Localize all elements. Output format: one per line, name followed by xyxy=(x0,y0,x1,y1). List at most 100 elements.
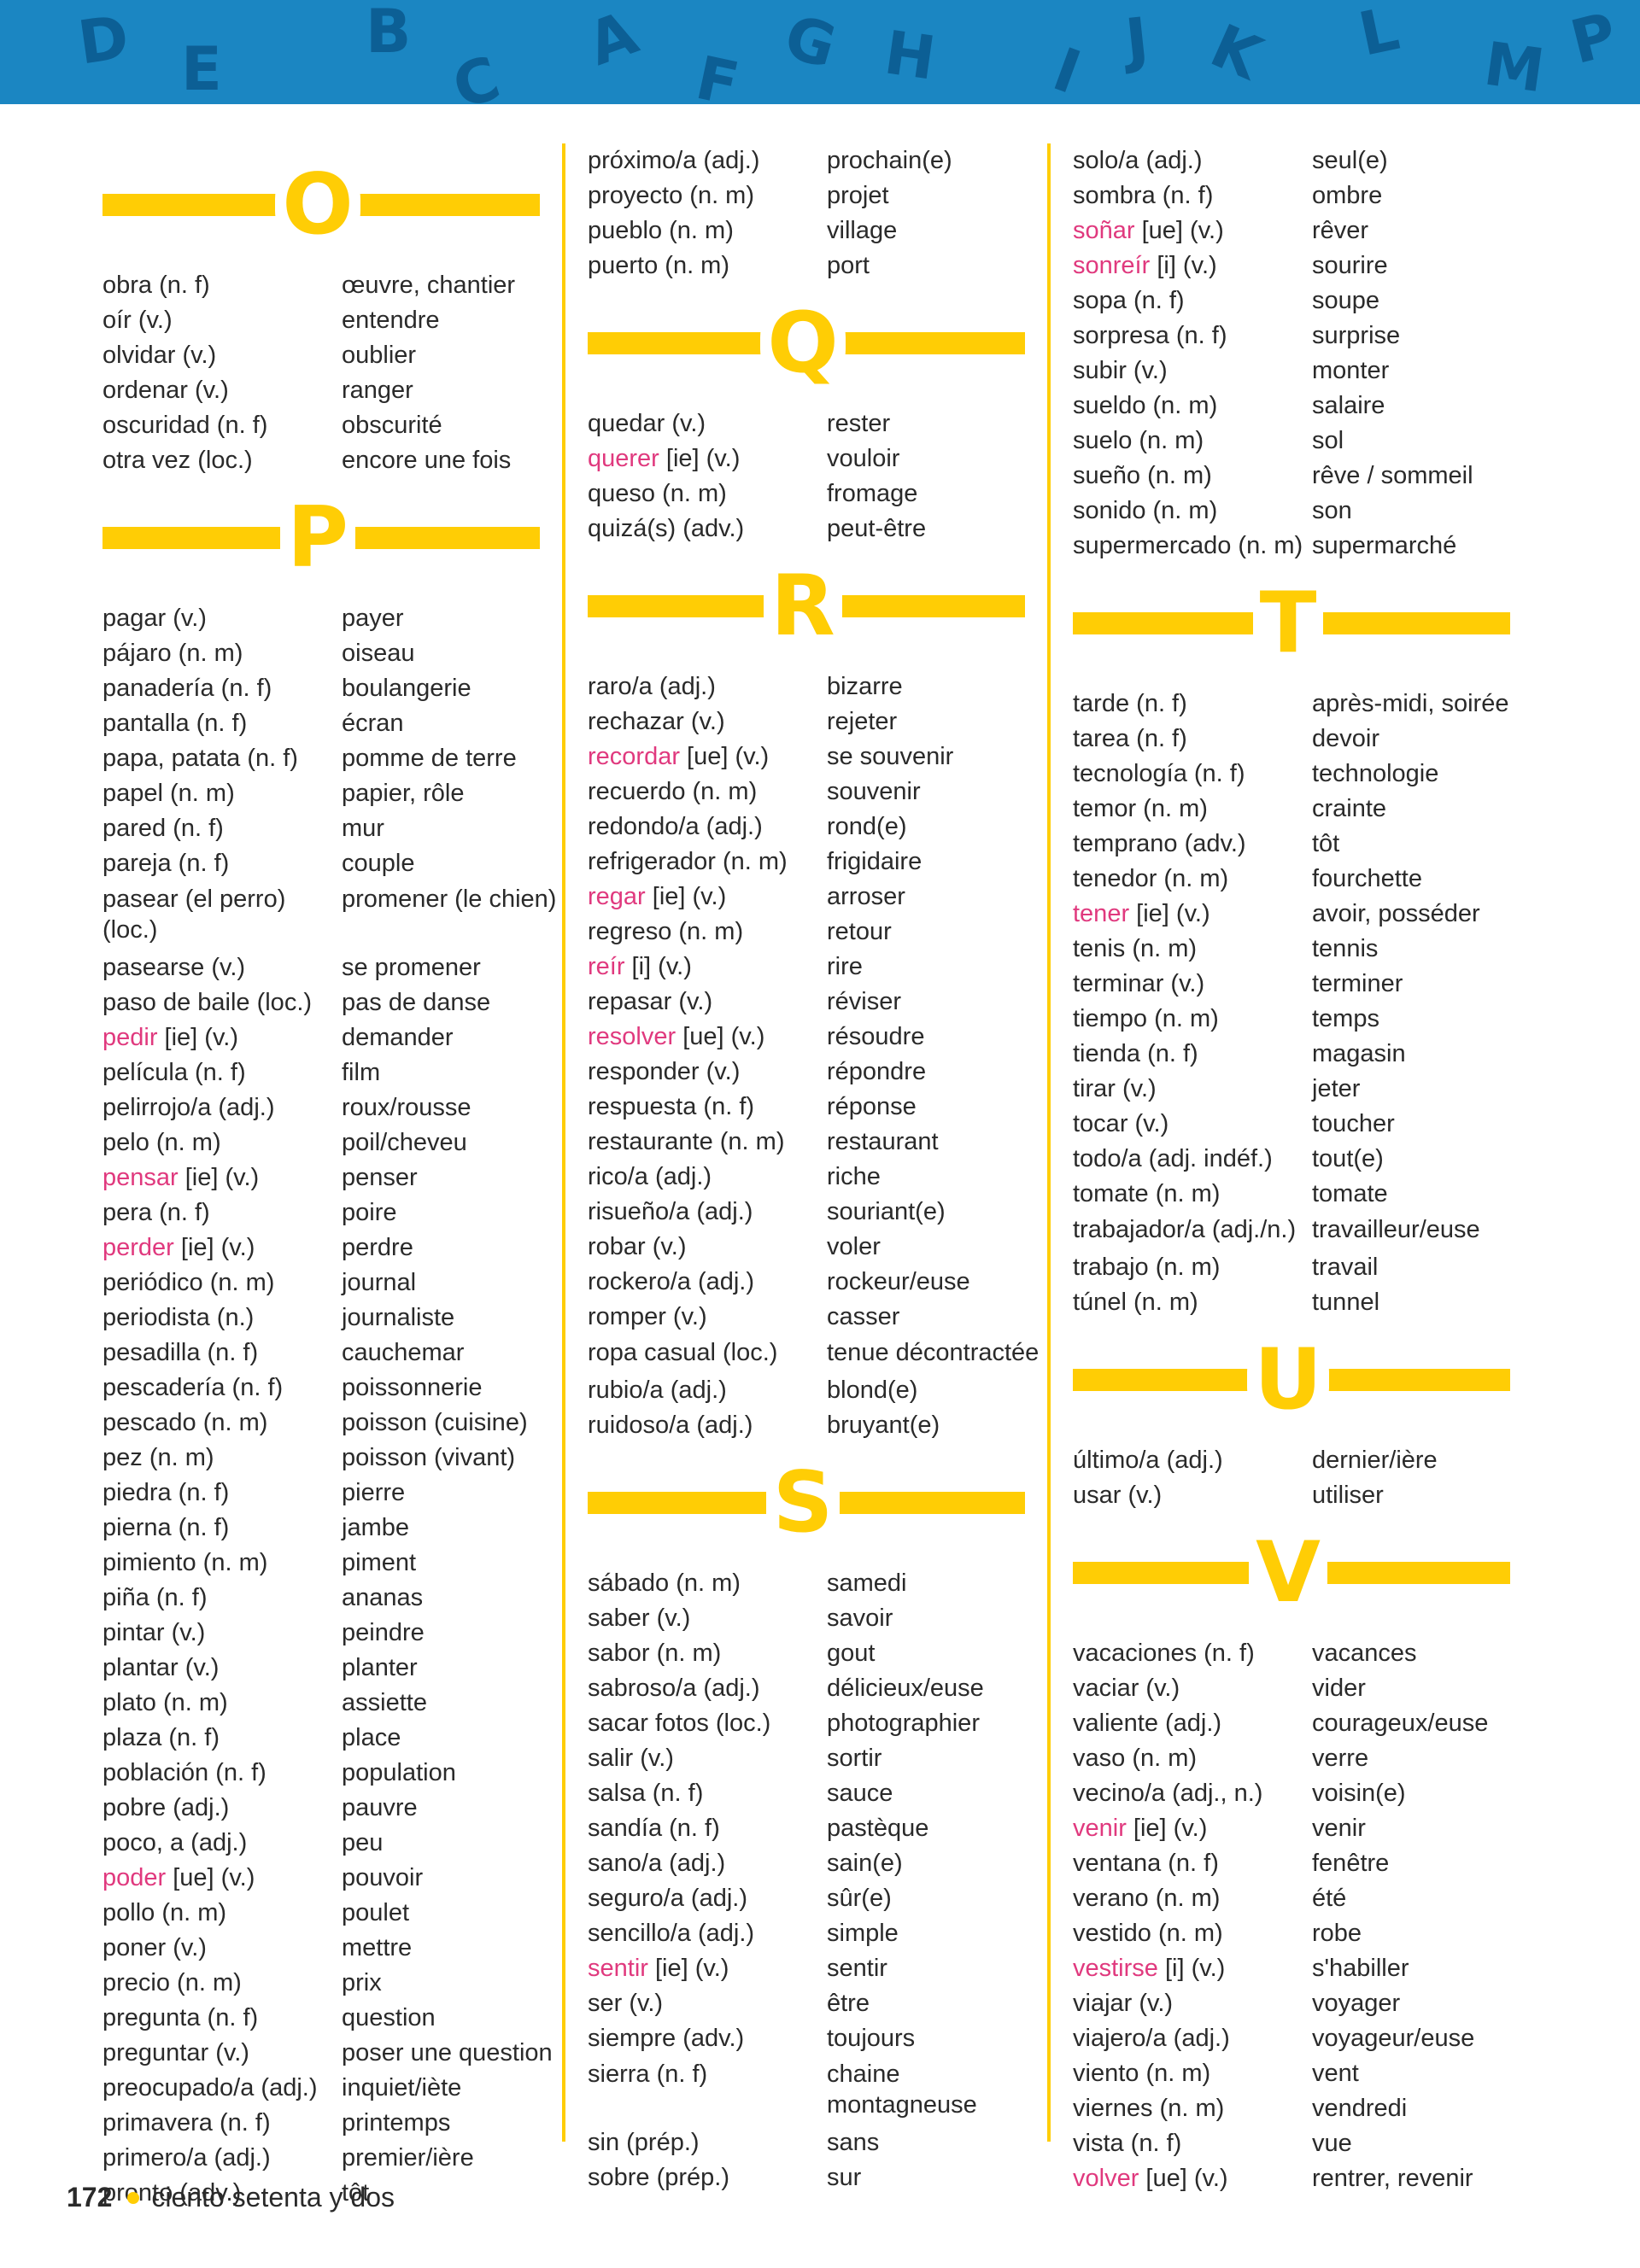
glossary-entry: pollo (n. m)poulet xyxy=(102,1896,564,1931)
glossary-entry: sandía (n. f)pastèque xyxy=(588,1811,1049,1846)
spanish-term: vestirse [i] (v.) xyxy=(1073,1951,1312,1986)
french-translation: vue xyxy=(1312,2130,1352,2157)
verb-annotation: [i] (v.) xyxy=(1150,252,1217,279)
spanish-term: venir [ie] (v.) xyxy=(1073,1811,1312,1846)
french-translation: chaine montagneuse xyxy=(827,2060,977,2119)
french-translation: penser xyxy=(342,1164,418,1191)
spanish-term: sierra (n. f) xyxy=(588,2060,708,2088)
column-divider xyxy=(1047,143,1051,2142)
spanish-term: quizá(s) (adv.) xyxy=(588,515,745,542)
glossary-entry: olvidar (v.)oublier xyxy=(102,338,564,373)
glossary-entry: rico/a (adj.)riche xyxy=(588,1160,1049,1195)
spanish-term: película (n. f) xyxy=(102,1059,246,1086)
french-translation: devoir xyxy=(1312,725,1379,752)
french-translation: être xyxy=(827,1990,870,2017)
spanish-term: viento (n. m) xyxy=(1073,2060,1211,2087)
verb-annotation: [ie] (v.) xyxy=(178,1164,260,1191)
glossary-entry: salsa (n. f)sauce xyxy=(588,1776,1049,1811)
french-translation: jeter xyxy=(1312,1075,1361,1102)
spanish-term: seguro/a (adj.) xyxy=(588,1885,747,1912)
french-translation: œuvre, chantier xyxy=(342,272,516,299)
french-translation: demander xyxy=(342,1024,454,1051)
spanish-term: pescado (n. m) xyxy=(102,1409,268,1436)
glossary-entry: tecnología (n. f)technologie xyxy=(1073,757,1534,792)
glossary-entry: raro/a (adj.)bizarre xyxy=(588,669,1049,704)
french-translation: planter xyxy=(342,1654,418,1681)
spanish-term: periódico (n. m) xyxy=(102,1269,275,1296)
spanish-term: vacaciones (n. f) xyxy=(1073,1640,1255,1667)
spanish-term: preocupado/a (adj.) xyxy=(102,2074,318,2101)
french-translation: voyager xyxy=(1312,1990,1401,2017)
section-letter-text: S xyxy=(765,1454,840,1552)
glossary-entry: sano/a (adj.)sain(e) xyxy=(588,1846,1049,1881)
french-translation: salaire xyxy=(1312,392,1385,419)
glossary-entry: sencillo/a (adj.)simple xyxy=(588,1916,1049,1951)
glossary-entry: sueño (n. m)rêve / sommeil xyxy=(1073,459,1534,494)
spanish-term: pescadería (n. f) xyxy=(102,1374,284,1401)
spanish-term: tenedor (n. m) xyxy=(1073,865,1229,892)
spanish-term: repasar (v.) xyxy=(588,988,713,1015)
french-translation: retour xyxy=(827,918,892,945)
verb-annotation: [ue] (v.) xyxy=(166,1864,255,1891)
french-translation: journaliste xyxy=(342,1304,455,1331)
spanish-term: sabroso/a (adj.) xyxy=(588,1675,760,1702)
glossary-entry: viernes (n. m)vendredi xyxy=(1073,2091,1534,2126)
glossary-entry: pobre (adj.)pauvre xyxy=(102,1791,564,1826)
french-translation: magasin xyxy=(1312,1040,1406,1067)
spanish-term: pasear (el perro) (loc.) xyxy=(102,886,286,944)
verb-annotation: [ue] (v.) xyxy=(1134,217,1224,244)
spanish-term: puerto (n. m) xyxy=(588,252,729,279)
glossary-entry: pesadilla (n. f)cauchemar xyxy=(102,1336,564,1371)
glossary-entry: sierra (n. f) chaine montagneuse xyxy=(588,2056,1049,2125)
french-translation: perdre xyxy=(342,1234,413,1261)
spanish-term: rico/a (adj.) xyxy=(588,1163,712,1190)
french-translation: sauce xyxy=(827,1780,893,1807)
french-translation: peut-être xyxy=(827,515,927,542)
glossary-entry: pregunta (n. f)question xyxy=(102,2001,564,2036)
glossary-entry: seguro/a (adj.)sûr(e) xyxy=(588,1881,1049,1916)
verb-annotation: [ue] (v.) xyxy=(676,1023,765,1050)
french-translation: rire xyxy=(827,953,863,980)
spanish-term: pareja (n. f) xyxy=(102,850,230,877)
glossary-entry: saber (v.)savoir xyxy=(588,1601,1049,1636)
french-translation: sol xyxy=(1312,427,1344,454)
glossary-entry: subir (v.)monter xyxy=(1073,354,1534,389)
irregular-verb: sentir xyxy=(588,1955,648,1982)
glossary-entry: precio (n. m)prix xyxy=(102,1966,564,2001)
spanish-term: sopa (n. f) xyxy=(1073,287,1185,314)
french-translation: sortir xyxy=(827,1745,882,1772)
column-divider xyxy=(562,143,565,2142)
banner-letter: L xyxy=(1352,0,1405,70)
glossary-entry: oír (v.)entendre xyxy=(102,303,564,338)
french-translation: venir xyxy=(1312,1815,1366,1842)
spanish-term: risueño/a (adj.) xyxy=(588,1198,753,1225)
french-translation: oiseau xyxy=(342,640,415,667)
glossary-entry: repasar (v.)réviser xyxy=(588,985,1049,1020)
glossary-entry: tarea (n. f)devoir xyxy=(1073,722,1534,757)
french-translation: verre xyxy=(1312,1745,1369,1772)
glossary-entry: ordenar (v.)ranger xyxy=(102,373,564,408)
glossary-entry: periódico (n. m)journal xyxy=(102,1266,564,1301)
french-translation: promener (le chien) xyxy=(342,886,557,913)
french-translation: poisson (cuisine) xyxy=(342,1409,528,1436)
section-letter-text: V xyxy=(1249,1524,1327,1622)
irregular-verb: querer xyxy=(588,445,659,472)
french-translation: pouvoir xyxy=(342,1864,424,1891)
spanish-term: subir (v.) xyxy=(1073,357,1168,384)
glossary-entry: viajero/a (adj.)voyageur/euse xyxy=(1073,2021,1534,2056)
spanish-term: ventana (n. f) xyxy=(1073,1850,1219,1877)
french-translation: oublier xyxy=(342,342,417,369)
letter-header-r: R xyxy=(588,558,1049,655)
glossary-entry: trabajo (n. m)travail xyxy=(1073,1250,1534,1285)
irregular-verb: reír xyxy=(588,953,625,980)
page-number-words: ciento setenta y dos xyxy=(151,2182,395,2212)
spanish-term: preguntar (v.) xyxy=(102,2039,249,2066)
spanish-term: proyecto (n. m) xyxy=(588,182,754,209)
french-translation: peindre xyxy=(342,1619,425,1646)
irregular-verb: pensar xyxy=(102,1164,179,1191)
french-translation: mettre xyxy=(342,1934,413,1961)
french-translation: casser xyxy=(827,1303,900,1330)
french-translation: village xyxy=(827,217,898,244)
